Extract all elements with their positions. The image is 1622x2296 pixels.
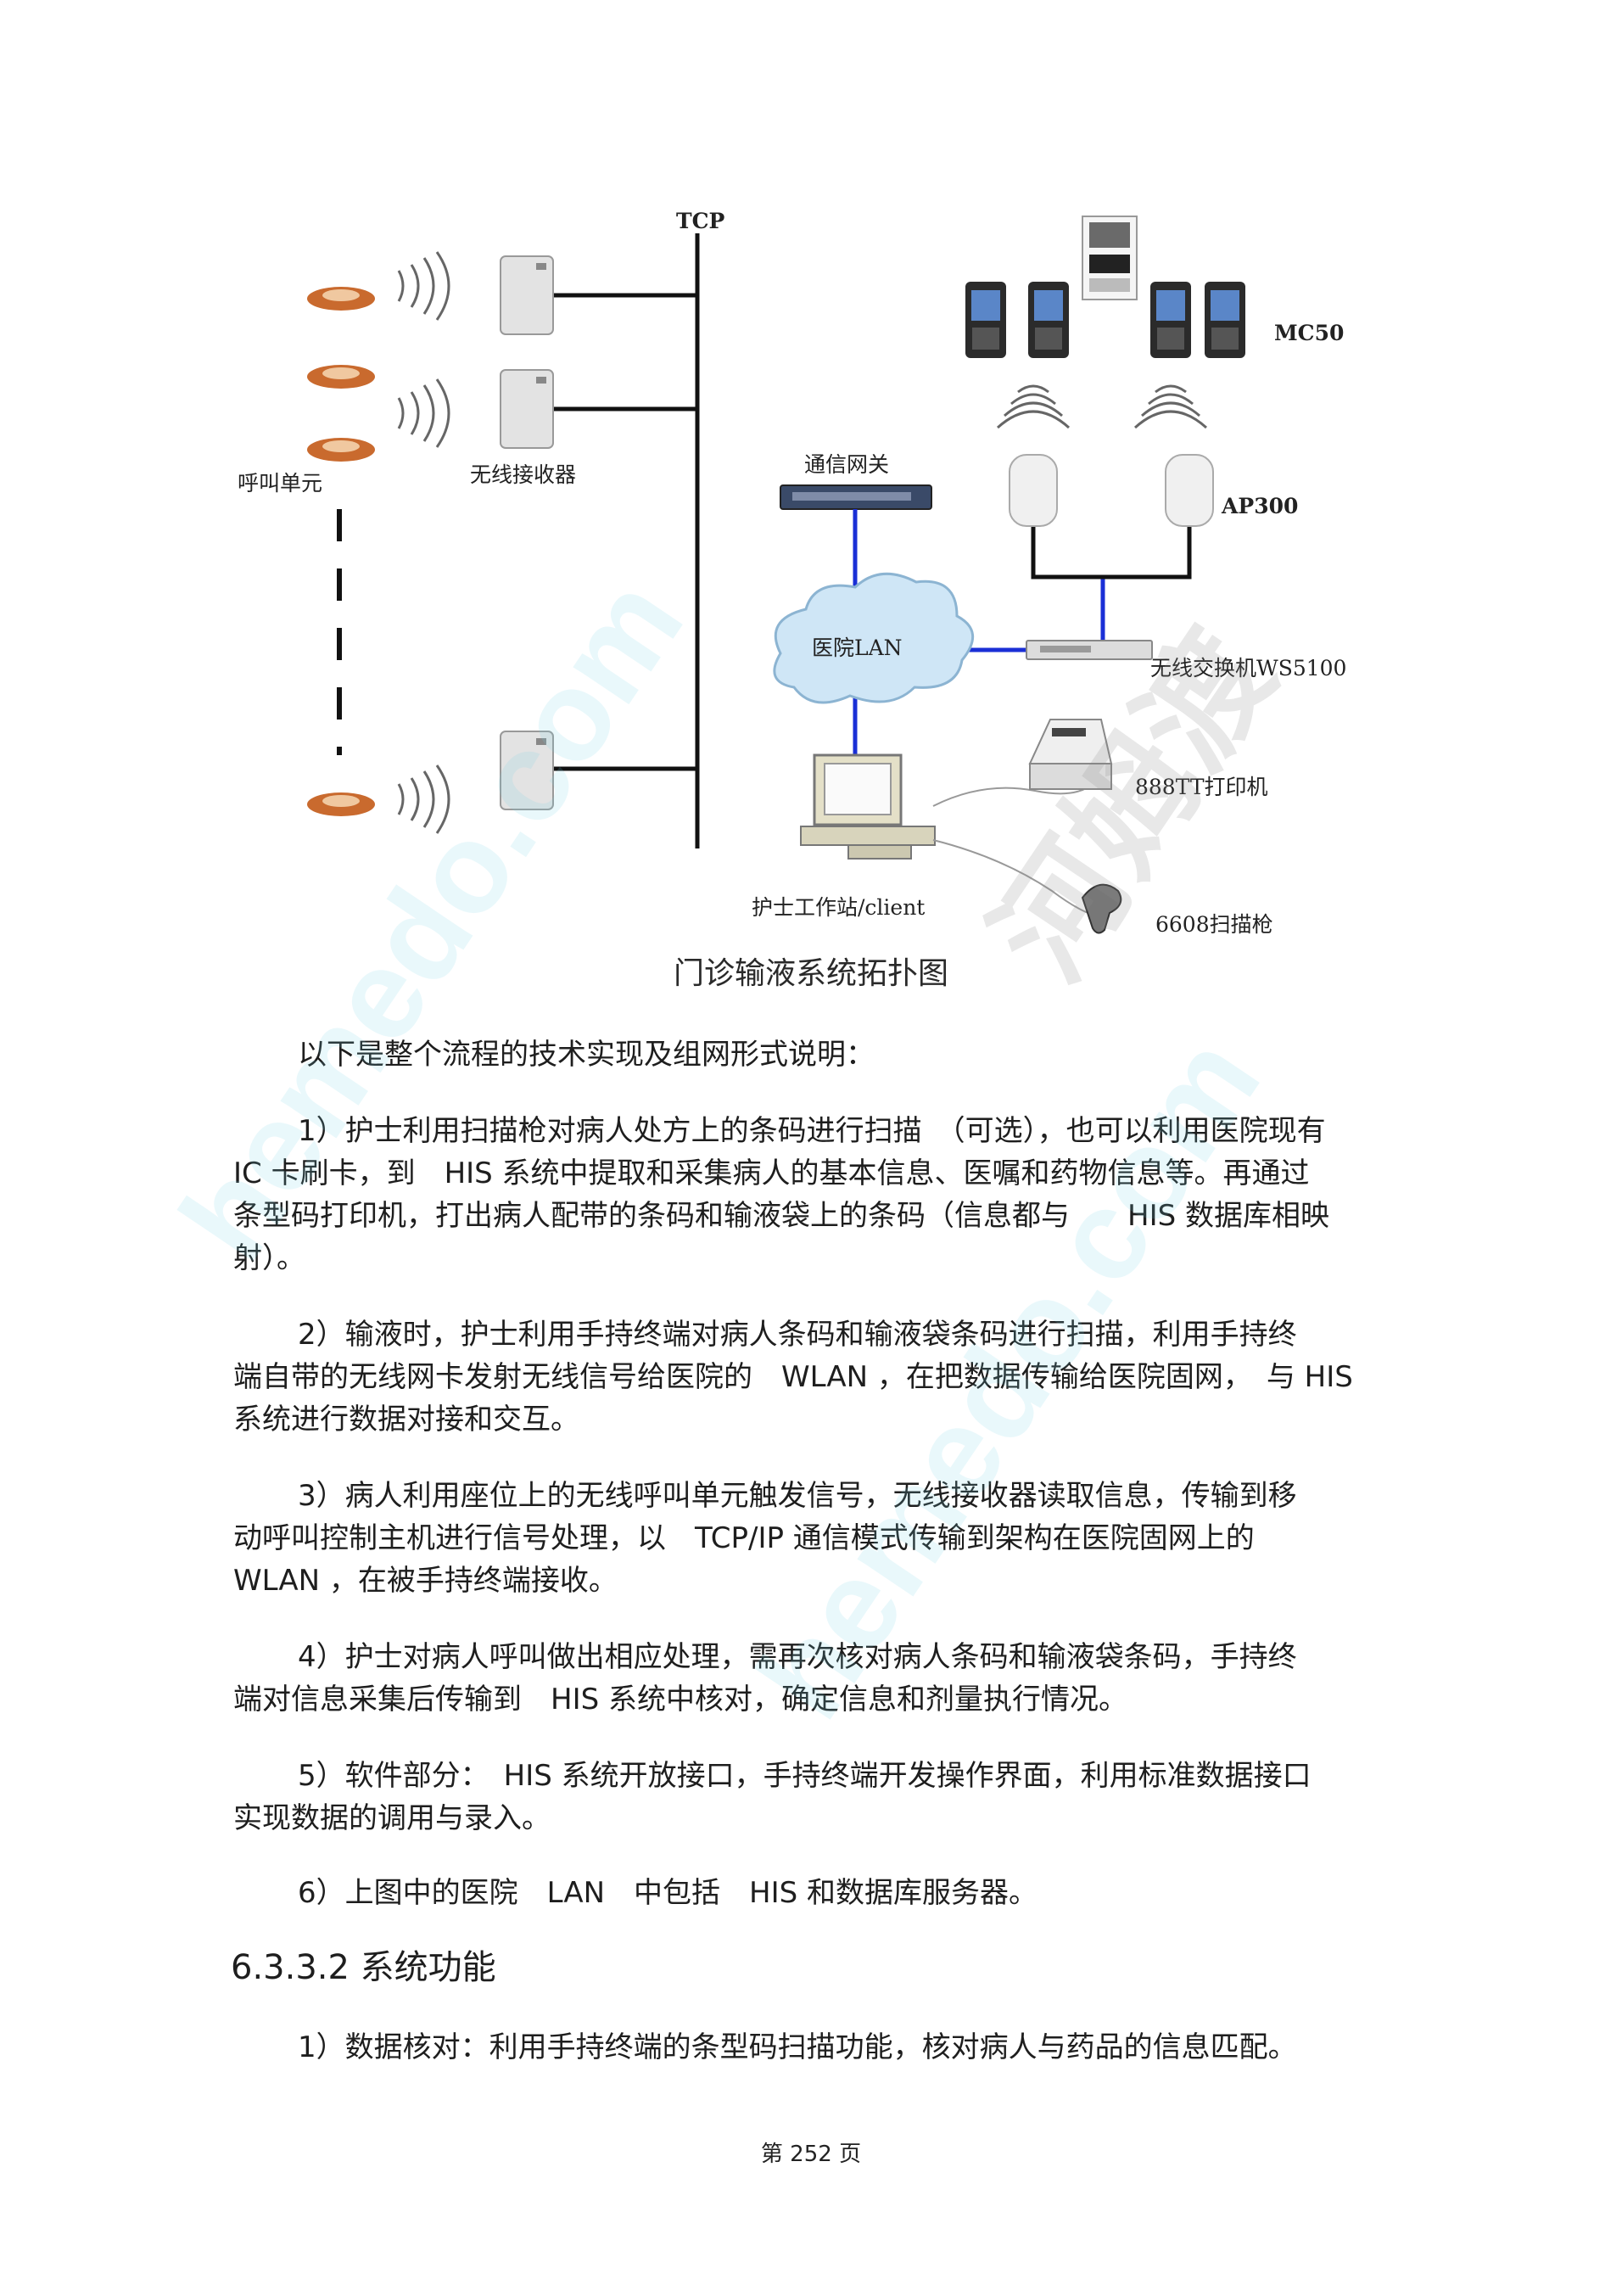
ap-link — [1031, 526, 1192, 580]
ap-signal-icon — [996, 384, 1071, 429]
call-unit-label: 呼叫单元 — [238, 471, 323, 496]
paragraph-6: 6）上图中的医院 LAN 中包括 HIS 和数据库服务器。 — [233, 1872, 1438, 1914]
paragraph-line: 2）输液时，护士利用手持终端对病人条码和输液袋条码进行扫描，利用手持终 — [298, 1318, 1297, 1352]
paragraph-line: 系统进行数据对接和交互。 — [233, 1403, 579, 1436]
call-unit-icon — [307, 365, 375, 389]
diagram-caption: 门诊输液系统拓扑图 — [673, 956, 948, 991]
paragraph-line: 1）护士利用扫描枪对病人处方上的条码进行扫描 （可选），也可以利用医院现有 — [298, 1114, 1326, 1148]
wireless-switch-icon — [1026, 640, 1153, 660]
paragraph-line: 动呼叫控制主机进行信号处理，以 TCP/IP 通信模式传输到架构在医院固网上的 — [233, 1521, 1255, 1555]
paragraph-line: 4）护士对病人呼叫做出相应处理，需再次核对病人条码和输液袋条码，手持终 — [298, 1640, 1297, 1674]
switch-label: 无线交换机WS5100 — [1150, 656, 1347, 680]
printer-cable — [932, 781, 1095, 807]
ap300-label: AP300 — [1222, 494, 1299, 518]
wireless-signal-icon — [397, 251, 450, 321]
topology-diagram — [307, 216, 1245, 934]
paragraph-4: 4）护士对病人呼叫做出相应处理，需再次核对病人条码和输液袋条码，手持终 端对信息… — [233, 1636, 1438, 1721]
barcode-label-icon — [1082, 216, 1138, 300]
paragraph-line: 条型码打印机，打出病人配带的条码和输液袋上的条码（信息都与 HIS 数据库相映 — [233, 1199, 1329, 1233]
paragraph-line: WLAN ，在被手持终端接收。 — [233, 1564, 618, 1598]
paragraph-line: IC 卡刷卡，到 HIS 系统中提取和采集病人的基本信息、医嘱和药物信息等。再通… — [233, 1156, 1310, 1190]
scanner-label: 6608扫描枪 — [1155, 912, 1273, 937]
paragraph-line: 实现数据的调用与录入。 — [233, 1801, 551, 1835]
paragraph-line: 端对信息采集后传输到 HIS 系统中核对，确定信息和剂量执行情况。 — [233, 1683, 1127, 1716]
scanner-cable — [932, 839, 1104, 917]
paragraph-2: 2）输液时，护士利用手持终端对病人条码和输液袋条码进行扫描，利用手持终 端自带的… — [233, 1313, 1438, 1441]
paragraph-line: 端自带的无线网卡发射无线信号给医院的 WLAN ，在把数据传输给医院固网， 与 … — [233, 1360, 1353, 1394]
paragraph-line: 射）。 — [233, 1241, 305, 1275]
handheld-terminal-icon — [1028, 282, 1069, 358]
label-printer-icon — [1028, 719, 1113, 790]
wireless-receiver-icon — [500, 255, 554, 335]
wireless-signal-icon — [397, 764, 450, 834]
call-unit-icon — [307, 792, 375, 816]
section-heading: 6.3.3.2 系统功能 — [231, 1948, 496, 1987]
tcp-label: TCP — [676, 209, 725, 233]
lan-cloud-icon — [773, 572, 975, 704]
intro-paragraph: 以下是整个流程的技术实现及组网形式说明： — [233, 1033, 1438, 1076]
receiver-label: 无线接收器 — [470, 462, 577, 487]
barcode-scanner-icon — [1081, 883, 1122, 934]
paragraph-line: 6）上图中的医院 LAN 中包括 HIS 和数据库服务器。 — [298, 1876, 1038, 1910]
paragraph-1: 1）护士利用扫描枪对病人处方上的条码进行扫描 （可选），也可以利用医院现有 IC… — [233, 1110, 1438, 1280]
wireless-receiver-icon — [500, 731, 554, 810]
call-unit-icon — [307, 287, 375, 311]
handheld-terminal-icon — [1205, 282, 1245, 358]
workstation-computer-icon — [800, 753, 936, 860]
paragraph-5: 5）软件部分： HIS 系统开放接口，手持终端开发操作界面，利用标准数据接口 实… — [233, 1755, 1438, 1840]
printer-label: 888TT打印机 — [1135, 775, 1268, 799]
page-number: 第 252 页 — [760, 2142, 862, 2167]
paragraph-line: 5）软件部分： HIS 系统开放接口，手持终端开发操作界面，利用标准数据接口 — [298, 1759, 1312, 1793]
intro-line: 以下是整个流程的技术实现及组网形式说明： — [298, 1038, 875, 1072]
gateway-switch-icon — [780, 484, 932, 510]
wireless-signal-icon — [397, 378, 450, 448]
handheld-terminal-icon — [965, 282, 1006, 358]
lan-label: 医院LAN — [812, 636, 903, 660]
paragraph-3: 3）病人利用座位上的无线呼叫单元触发信号，无线接收器读取信息，传输到移 动呼叫控… — [233, 1475, 1438, 1602]
ap-signal-icon — [1133, 384, 1208, 429]
paragraph-line: 3）病人利用座位上的无线呼叫单元触发信号，无线接收器读取信息，传输到移 — [298, 1479, 1297, 1513]
workstation-label: 护士工作站/client — [752, 895, 926, 920]
gateway-label: 通信网关 — [804, 452, 890, 477]
paragraph-7: 1）数据核对：利用手持终端的条型码扫描功能，核对病人与药品的信息匹配。 — [233, 2026, 1438, 2069]
call-unit-icon — [307, 438, 375, 462]
handheld-terminal-icon — [1150, 282, 1191, 358]
access-point-icon — [1165, 454, 1214, 527]
access-point-icon — [1009, 454, 1058, 527]
wireless-receiver-icon — [500, 369, 554, 449]
mc50-label: MC50 — [1274, 321, 1345, 345]
paragraph-line: 1）数据核对：利用手持终端的条型码扫描功能，核对病人与药品的信息匹配。 — [298, 2030, 1297, 2064]
